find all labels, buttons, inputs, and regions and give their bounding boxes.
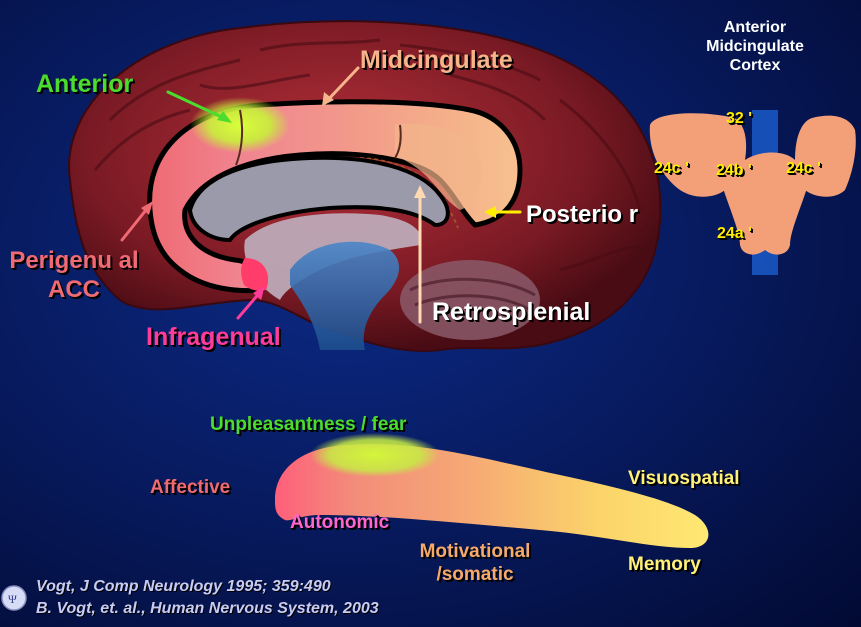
area-32-label: 32 ' bbox=[726, 110, 752, 128]
citation-line2: B. Vogt, et. al., Human Nervous System, … bbox=[36, 600, 379, 618]
unpleasantness-label: Unpleasantness / fear bbox=[210, 414, 406, 436]
amcc-cross-section bbox=[650, 110, 856, 275]
logo-seal: Ψ bbox=[2, 586, 26, 610]
retrosplenial-label: Retrosplenial bbox=[432, 298, 590, 327]
svg-text:Ψ: Ψ bbox=[8, 592, 17, 606]
perigenual-label: Perigenu al ACC bbox=[8, 246, 140, 304]
area-24c-left-label: 24c ' bbox=[654, 160, 689, 178]
motivational-label: Motivational /somatic bbox=[390, 540, 560, 586]
amcc-title: Anterior Midcingulate Cortex bbox=[670, 18, 840, 75]
amcc-title-line1: Anterior bbox=[670, 18, 840, 37]
anterior-region-highlight bbox=[190, 97, 290, 153]
citation-line1: Vogt, J Comp Neurology 1995; 359:490 bbox=[36, 578, 331, 596]
area-24c-right-label: 24c ' bbox=[786, 160, 821, 178]
motivational-line2: /somatic bbox=[390, 563, 560, 586]
autonomic-label: Autonomic bbox=[290, 512, 389, 534]
posterior-label: Posterio r bbox=[526, 200, 646, 230]
area-24a-label: 24a ' bbox=[717, 225, 752, 243]
motivational-line1: Motivational bbox=[390, 540, 560, 563]
memory-label: Memory bbox=[628, 554, 701, 576]
midcingulate-label: Midcingulate bbox=[360, 46, 513, 75]
infragenual-label: Infragenual bbox=[146, 323, 281, 352]
affective-label: Affective bbox=[150, 477, 230, 499]
amcc-title-line3: Cortex bbox=[670, 56, 840, 75]
area-24b-label: 24b ' bbox=[716, 162, 752, 180]
anterior-label: Anterior bbox=[36, 70, 133, 99]
visuospatial-label: Visuospatial bbox=[628, 468, 740, 490]
amcc-title-line2: Midcingulate bbox=[670, 37, 840, 56]
